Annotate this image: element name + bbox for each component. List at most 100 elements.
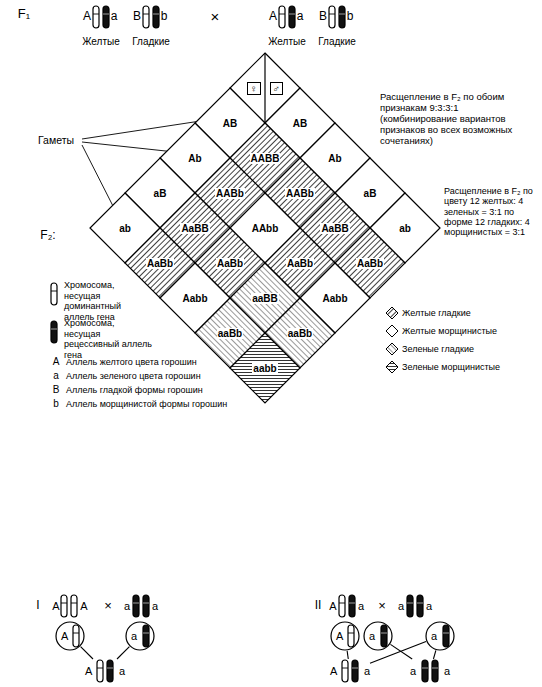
legend-text: Аллель зеленого цвета горошин bbox=[66, 371, 201, 382]
allele-letter: a bbox=[358, 600, 364, 613]
connector-line bbox=[117, 647, 129, 659]
ratio-note: Расщепление в F₂ по цвету 12 желтых: 4 з… bbox=[444, 186, 540, 238]
chromosome-symbol bbox=[103, 6, 109, 28]
phenotype-caption: Желтые bbox=[82, 36, 120, 48]
cross-sign: × bbox=[104, 599, 112, 614]
legend-text: Аллель желтого цвета горошин bbox=[66, 357, 197, 368]
chromosome-symbol bbox=[143, 595, 149, 617]
connector-line bbox=[390, 644, 412, 659]
chromosome-symbol bbox=[93, 6, 99, 28]
allele-letter: a bbox=[111, 10, 118, 24]
chromosome-symbol bbox=[339, 6, 345, 28]
circle-outline bbox=[55, 621, 85, 651]
genotype-text: AaBb bbox=[146, 258, 174, 269]
genotype-text: AAbb bbox=[251, 223, 280, 234]
allele-letter: a bbox=[53, 370, 59, 382]
legend-chromosome bbox=[51, 321, 57, 343]
allele-letter: B bbox=[319, 10, 327, 24]
chromosome-symbol bbox=[381, 625, 387, 647]
legend-text: Хромосома, несущая рецессивный аллель ге… bbox=[64, 318, 152, 360]
genotype-text: AABB bbox=[250, 153, 281, 164]
allele-letter: a bbox=[297, 10, 304, 24]
offspring-genotype: aa bbox=[410, 659, 450, 683]
allele-letter: a bbox=[131, 630, 137, 642]
genotype-text: AABb bbox=[215, 188, 245, 199]
offspring-genotype: Aa bbox=[330, 659, 370, 683]
genotype-text: aaBB bbox=[251, 293, 279, 304]
legend-swatch bbox=[386, 307, 398, 319]
genotype-text: ♂ bbox=[270, 82, 284, 95]
circle-outline bbox=[363, 621, 393, 651]
genotype-text: AaBb bbox=[286, 258, 314, 269]
chromosome-symbol bbox=[133, 595, 139, 617]
chromosome-symbol bbox=[339, 595, 345, 617]
chromosome-symbol bbox=[443, 625, 449, 647]
allele-letter: a bbox=[410, 665, 416, 677]
allele-letter: a bbox=[444, 665, 450, 677]
genotype-text: AaBb bbox=[356, 258, 384, 269]
allele-letter: a bbox=[369, 630, 375, 642]
allele-letter: A bbox=[329, 600, 336, 613]
offspring-genotype: Aa bbox=[85, 659, 125, 683]
cross-sign: × bbox=[211, 8, 220, 25]
chromosome-symbol bbox=[407, 595, 413, 617]
generation-label: F₂: bbox=[40, 229, 55, 243]
genotype-text: aB bbox=[363, 188, 378, 199]
legend-swatch bbox=[386, 361, 398, 373]
legend-text: Аллель морщинистой формы горошин bbox=[66, 399, 227, 410]
figure-number: I bbox=[36, 599, 39, 613]
legend-text: Желтые гладкие bbox=[402, 308, 471, 319]
figure-number: II bbox=[315, 599, 322, 613]
allele-letter: A bbox=[53, 356, 60, 368]
gamete-circle: A bbox=[330, 621, 360, 651]
chromosome-symbol bbox=[279, 6, 285, 28]
gamete-circle: a bbox=[425, 621, 455, 651]
phenotype-caption: Гладкие bbox=[132, 36, 170, 48]
circle-outline bbox=[425, 621, 455, 651]
chromosome-symbol bbox=[143, 625, 149, 647]
allele-letter: a bbox=[119, 665, 125, 677]
connector-line bbox=[433, 650, 435, 659]
genotype-text: Aabb bbox=[182, 293, 209, 304]
legend-text: Хромосома, несущая доминантный аллель ге… bbox=[64, 280, 152, 322]
phenotype-caption: Гладкие bbox=[318, 36, 356, 48]
allele-letter: A bbox=[61, 630, 68, 642]
genotype-text: AB bbox=[292, 118, 308, 129]
genotype-text: aB bbox=[153, 188, 168, 199]
genotype-text: AaBb bbox=[216, 258, 244, 269]
allele-letter: A bbox=[336, 630, 343, 642]
allele-letter: A bbox=[52, 600, 59, 613]
legend-swatch bbox=[386, 343, 398, 355]
allele-letter: B bbox=[53, 384, 60, 396]
ratio-note: Расщепление в F₂ по обоим признакам 9:3:… bbox=[380, 92, 538, 147]
gametes-label: Гаметы bbox=[38, 134, 74, 146]
legend-text: Зеленые гладкие bbox=[402, 344, 474, 355]
chromosome-symbol bbox=[349, 595, 355, 617]
genotype-text: AABb bbox=[285, 188, 315, 199]
allele-letter: a bbox=[152, 600, 158, 613]
genotype-text: Ab bbox=[187, 153, 202, 164]
genotype-text: aabb bbox=[252, 363, 277, 374]
genotype-text: AaBB bbox=[180, 223, 209, 234]
chromosome-symbol bbox=[289, 6, 295, 28]
genotype-text: ab bbox=[118, 223, 132, 234]
legend-text: Желтые морщинистые bbox=[402, 326, 497, 337]
allele-letter: a bbox=[426, 600, 432, 613]
connector-line bbox=[370, 641, 426, 663]
chromosome-symbol bbox=[61, 595, 67, 617]
allele-letter: b bbox=[161, 10, 168, 24]
chromosome-symbol bbox=[73, 625, 79, 647]
genotype-text: AB bbox=[222, 118, 238, 129]
gamete-circle: a bbox=[363, 621, 393, 651]
cross-sign: × bbox=[378, 599, 386, 614]
genotype-text: Aabb bbox=[322, 293, 349, 304]
legend-swatches bbox=[386, 307, 398, 373]
allele-letter: B bbox=[133, 10, 141, 24]
allele-letter: a bbox=[364, 665, 370, 677]
allele-letter: A bbox=[83, 10, 91, 24]
allele-letter: A bbox=[85, 665, 92, 677]
chromosome-symbol bbox=[342, 660, 348, 682]
genotype-text: ♀ bbox=[247, 82, 261, 95]
chromosome-symbol bbox=[71, 595, 77, 617]
chromosome-symbol bbox=[143, 6, 149, 28]
